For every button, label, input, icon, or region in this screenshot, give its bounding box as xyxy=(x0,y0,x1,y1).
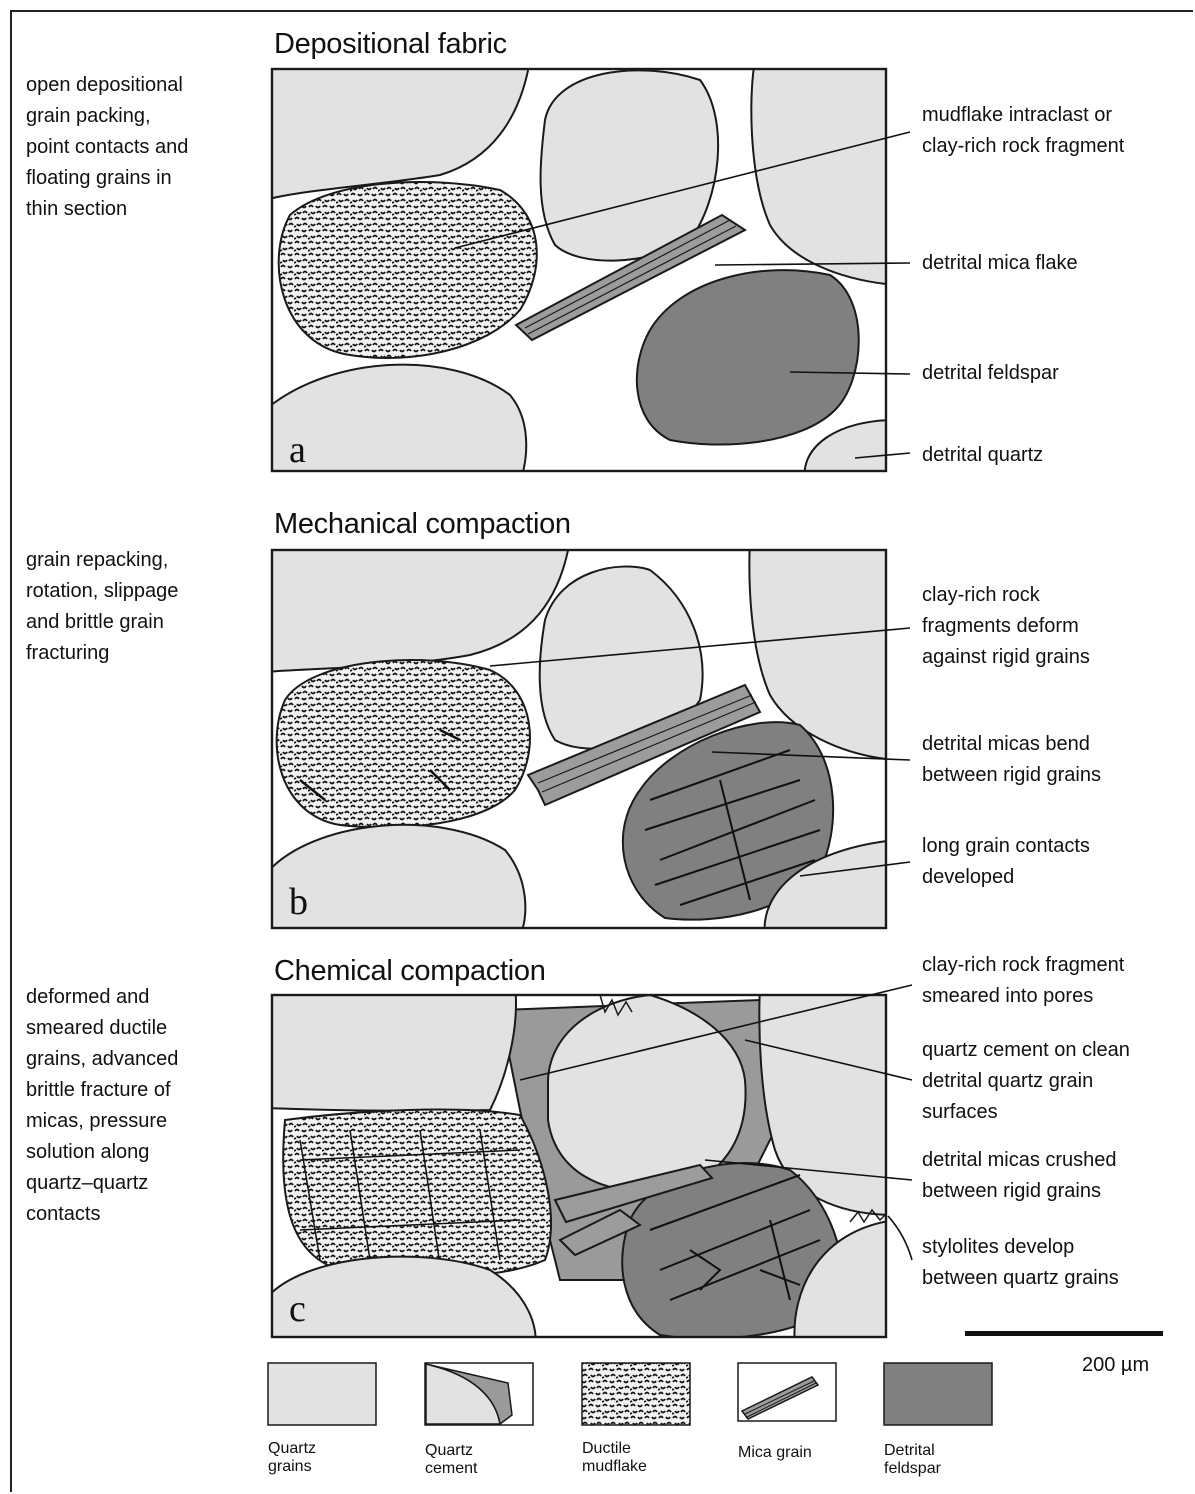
callout-line: clay-rich rock fragment xyxy=(922,950,1124,981)
callout-quartz-cement: quartz cement on clean detrital quartz g… xyxy=(922,1035,1130,1128)
legend-swatches xyxy=(0,1355,1195,1435)
callout-micas-crushed: detrital micas crushed between rigid gra… xyxy=(922,1145,1117,1207)
legend-label-line: mudflake xyxy=(582,1458,647,1476)
legend-label-line: feldspar xyxy=(884,1460,941,1478)
legend-label-ductile-mudflake: Ductile mudflake xyxy=(582,1440,647,1476)
quartz-grain xyxy=(265,985,516,1111)
legend-label-detrital-feldspar: Detrital feldspar xyxy=(884,1442,941,1478)
legend-label-line: Quartz xyxy=(425,1442,477,1460)
callout-fragment-smeared: clay-rich rock fragment smeared into por… xyxy=(922,950,1124,1012)
legend-label-quartz-cement: Quartz cement xyxy=(425,1442,477,1478)
quartz-grain-swatch xyxy=(268,1363,376,1425)
ductile-mudflake-swatch xyxy=(582,1363,690,1425)
callout-line: between rigid grains xyxy=(922,1176,1117,1207)
callout-line: detrital quartz grain xyxy=(922,1066,1130,1097)
legend-label-mica-grain: Mica grain xyxy=(738,1444,812,1462)
detrital-feldspar-swatch xyxy=(884,1363,992,1425)
quartz-cement-swatch xyxy=(425,1363,533,1425)
mica-grain-swatch xyxy=(738,1363,836,1421)
panel-c-letter: c xyxy=(289,1287,306,1331)
legend-label-line: Ductile xyxy=(582,1440,647,1458)
legend-label-line: grains xyxy=(268,1458,316,1476)
callout-line: quartz cement on clean xyxy=(922,1035,1130,1066)
legend-label-line: cement xyxy=(425,1460,477,1478)
legend-label-quartz-grains: Quartz grains xyxy=(268,1440,316,1476)
legend-label-line: Detrital xyxy=(884,1442,941,1460)
leader-line xyxy=(888,1216,912,1260)
callout-stylolites: stylolites develop between quartz grains xyxy=(922,1232,1119,1294)
legend-label-line: Mica grain xyxy=(738,1444,812,1462)
callout-line: smeared into pores xyxy=(922,981,1124,1012)
ductile-mudflake xyxy=(283,1110,551,1277)
callout-line: surfaces xyxy=(922,1097,1130,1128)
callout-line: between quartz grains xyxy=(922,1263,1119,1294)
callout-line: detrital micas crushed xyxy=(922,1145,1117,1176)
legend-label-line: Quartz xyxy=(268,1440,316,1458)
callout-line: stylolites develop xyxy=(922,1232,1119,1263)
scale-bar xyxy=(960,1328,1170,1340)
